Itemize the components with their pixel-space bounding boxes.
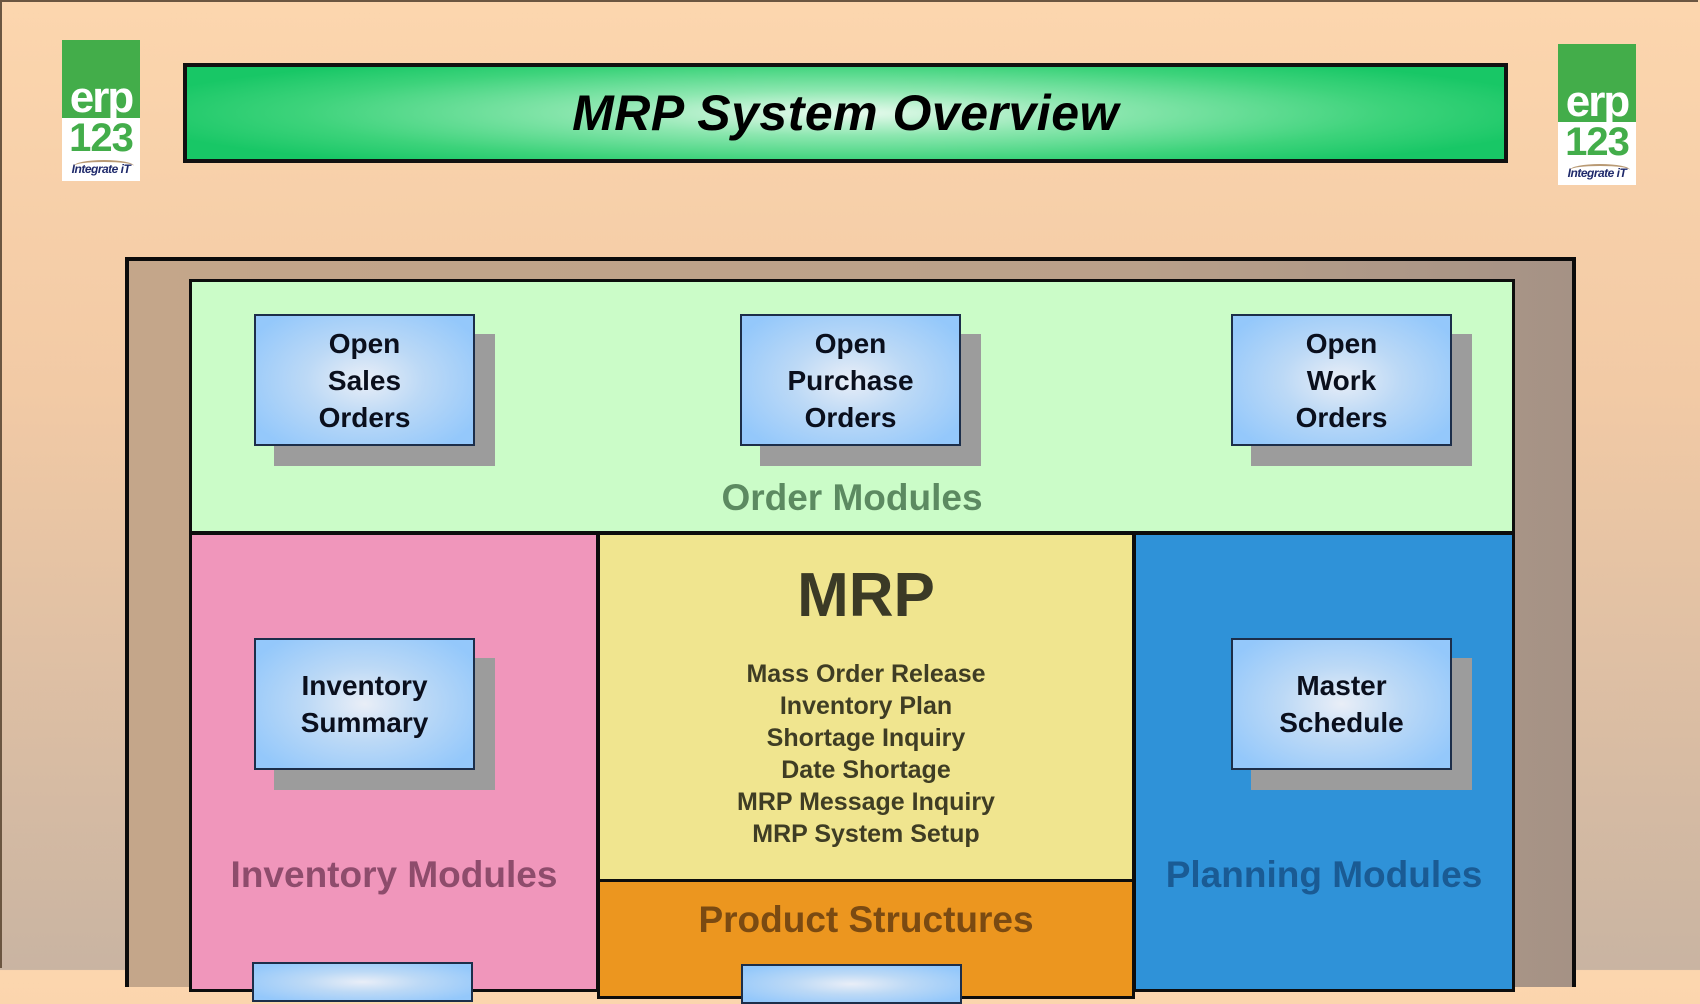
logo-arc-icon	[74, 160, 134, 172]
box-line: Purchase	[787, 364, 914, 396]
logo-tagline: Integrate iT	[1558, 160, 1636, 185]
inventory-summary-box[interactable]: Inventory Summary	[254, 638, 475, 770]
logo-erp-text: erp	[1558, 82, 1636, 122]
mrp-function-list: Mass Order Release Inventory Plan Shorta…	[597, 658, 1135, 850]
box-line: Sales	[327, 364, 402, 396]
box-line: Schedule	[1279, 707, 1404, 738]
box-line: Orders	[318, 401, 411, 433]
mrp-item-inventory-plan[interactable]: Inventory Plan	[779, 692, 953, 720]
master-schedule-box[interactable]: Master Schedule	[1231, 638, 1452, 770]
mrp-item-mass-order-release[interactable]: Mass Order Release	[746, 660, 986, 688]
mrp-title: MRP	[797, 561, 935, 630]
logo-erp-text: erp	[62, 78, 140, 118]
mrp-item-mrp-message-inquiry[interactable]: MRP Message Inquiry	[737, 788, 995, 816]
mrp-section	[597, 532, 1135, 882]
box-line: Master	[1296, 670, 1387, 701]
logo-tagline: Integrate iT	[62, 156, 140, 181]
mrp-item-mrp-system-setup[interactable]: MRP System Setup	[752, 820, 980, 848]
inventory-modules-label: Inventory Modules	[230, 854, 558, 895]
box-line: Orders	[804, 401, 897, 433]
box-line: Work	[1306, 364, 1377, 396]
order-modules-label: Order Modules	[721, 477, 983, 518]
box-line: Open	[1305, 327, 1378, 359]
logo-arc-icon	[1570, 164, 1630, 176]
product-partial-box[interactable]	[741, 964, 962, 1004]
box-line: Open	[814, 327, 887, 359]
logo-green-block	[62, 40, 140, 78]
box-line: Inventory	[301, 670, 428, 701]
page-title: MRP System Overview	[572, 85, 1119, 141]
logo-123-text: 123	[1565, 120, 1630, 164]
mrp-item-date-shortage[interactable]: Date Shortage	[781, 756, 951, 784]
open-purchase-orders-box[interactable]: Open Purchase Orders	[740, 314, 961, 446]
logo-green-block	[1558, 44, 1636, 82]
product-structures-label: Product Structures	[698, 899, 1034, 940]
open-work-orders-box[interactable]: Open Work Orders	[1231, 314, 1452, 446]
planning-modules-label: Planning Modules	[1165, 854, 1483, 895]
box-line: Open	[328, 327, 401, 359]
open-sales-orders-box[interactable]: Open Sales Orders	[254, 314, 475, 446]
title-banner: MRP System Overview	[183, 63, 1508, 163]
box-line: Summary	[300, 707, 429, 738]
inventory-partial-box[interactable]	[252, 962, 473, 1002]
erp123-logo-left: erp 123 Integrate iT	[62, 40, 140, 181]
erp123-logo-right: erp 123 Integrate iT	[1558, 44, 1636, 185]
mrp-item-shortage-inquiry[interactable]: Shortage Inquiry	[766, 724, 966, 752]
logo-123-text: 123	[69, 116, 134, 160]
box-line: Orders	[1295, 401, 1388, 433]
